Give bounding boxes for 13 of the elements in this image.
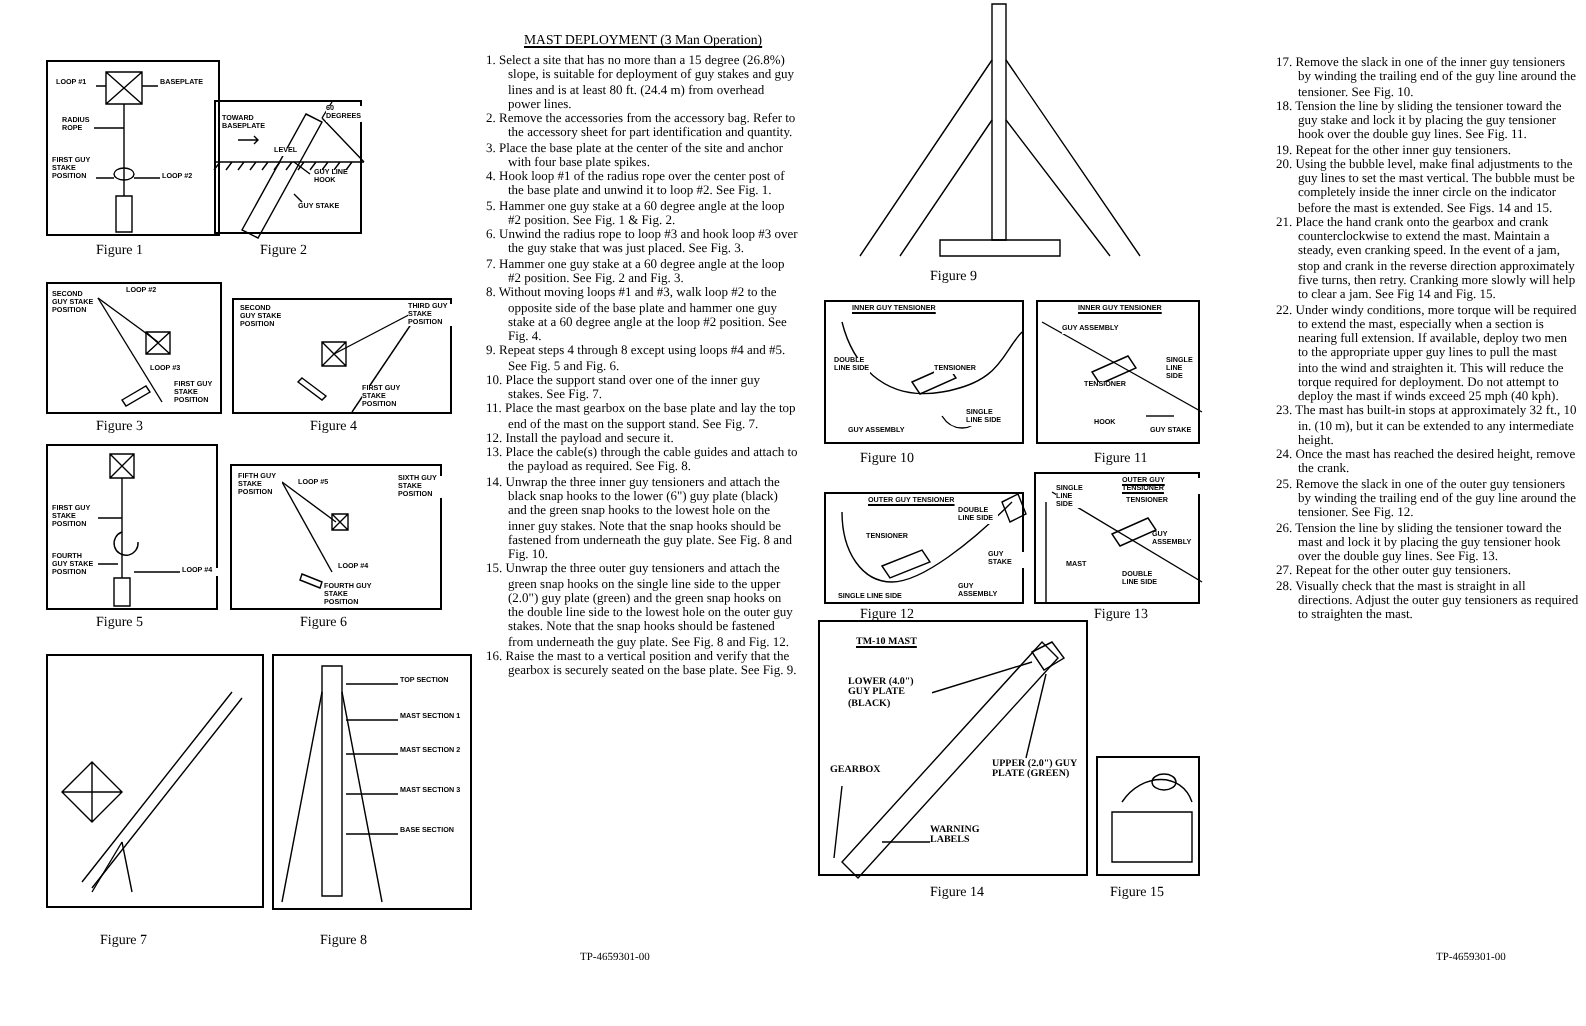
figure-frame xyxy=(824,492,1024,604)
figure-frame xyxy=(46,282,222,414)
figure-frame xyxy=(46,60,220,236)
figure-frame xyxy=(824,300,1024,444)
figure-frame xyxy=(818,620,1088,876)
figure-frame xyxy=(232,298,452,414)
figure-frame xyxy=(46,654,264,908)
figure-frame xyxy=(1036,300,1200,444)
figure-frame xyxy=(46,444,218,610)
figure-frame xyxy=(272,654,472,910)
figure-frame xyxy=(1096,756,1200,876)
figure-frame xyxy=(1034,472,1200,604)
figure-frame xyxy=(230,464,442,610)
